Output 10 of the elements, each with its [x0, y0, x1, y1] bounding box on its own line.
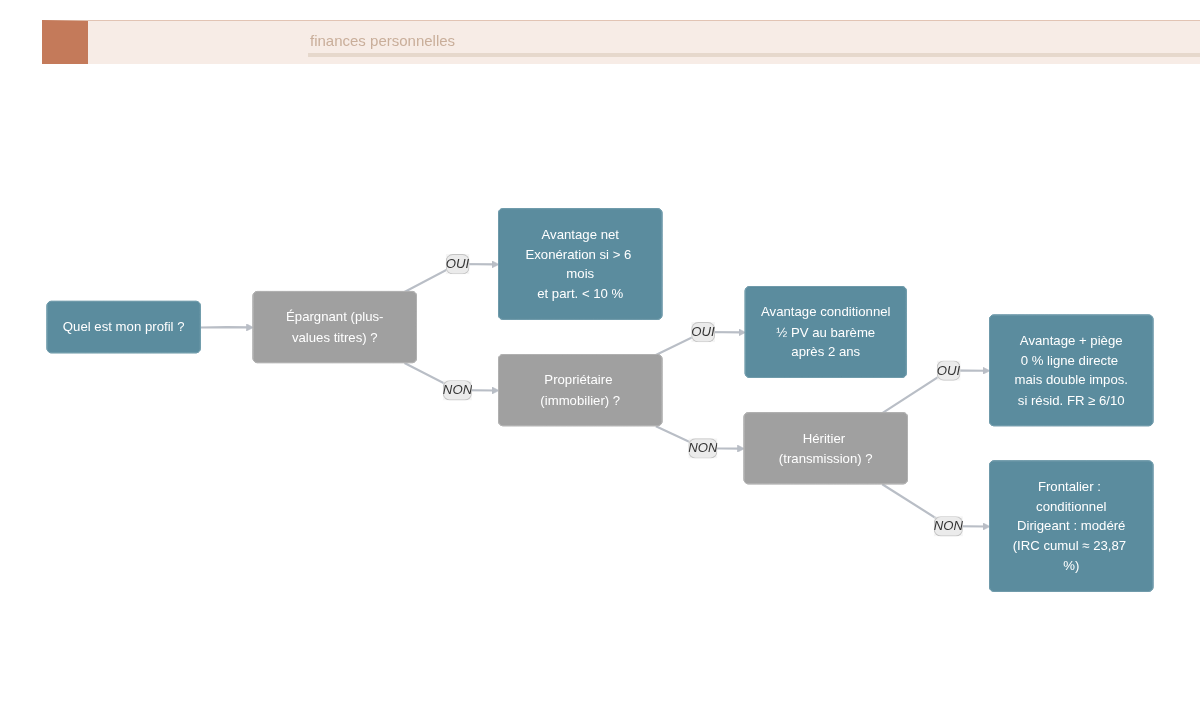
arrow [881, 366, 991, 414]
edge-label: NON [688, 440, 718, 456]
edge-label: NON [933, 517, 964, 533]
arrow [200, 323, 254, 332]
arrow [403, 260, 500, 293]
edge-label: NON [442, 381, 473, 397]
edge-label: OUI [936, 362, 961, 378]
tagline: finances personnelles [310, 32, 456, 49]
edge-label: OUI [445, 255, 470, 271]
edge-label: OUI [691, 323, 715, 339]
